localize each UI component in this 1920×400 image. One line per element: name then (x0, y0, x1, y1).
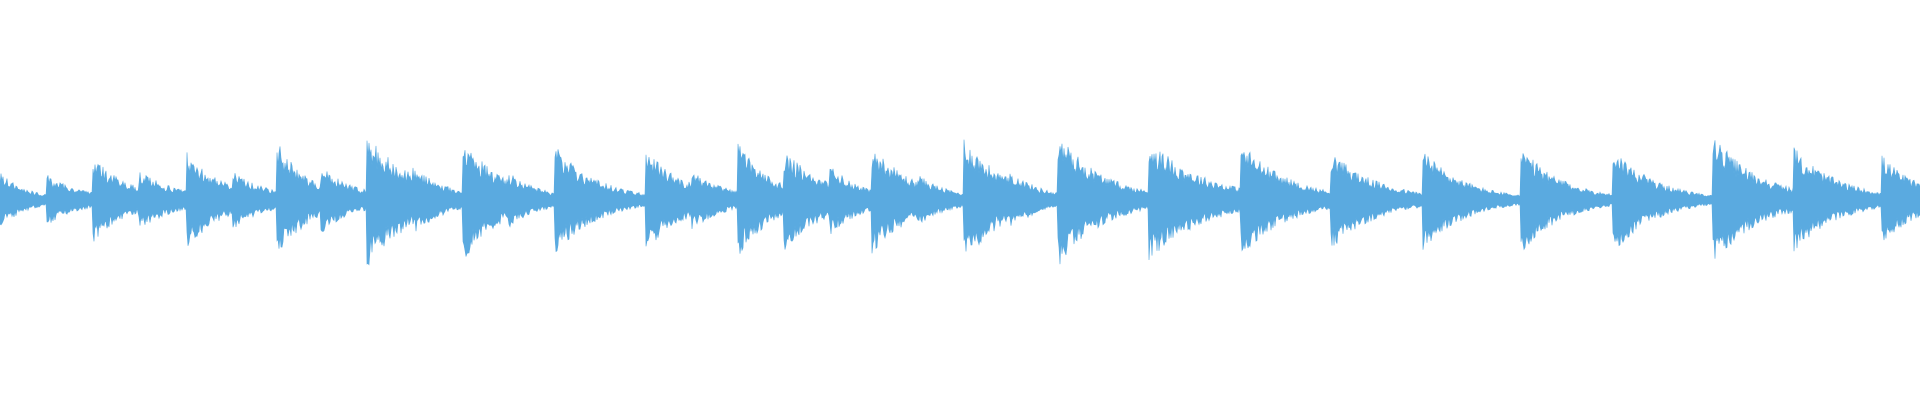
waveform-trace (0, 139, 1920, 266)
